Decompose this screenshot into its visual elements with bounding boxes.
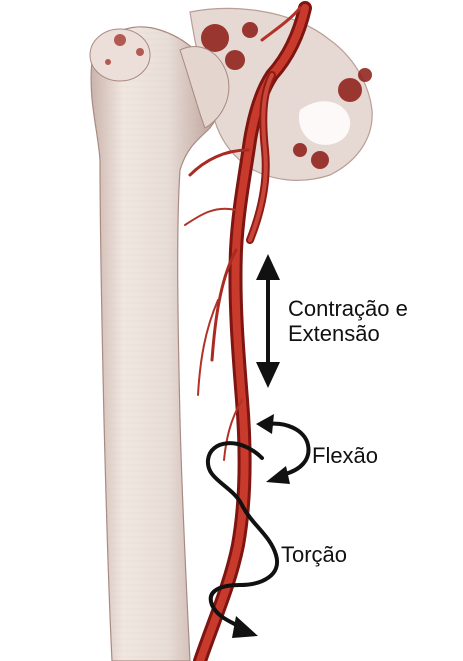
torsion-label: Torção — [281, 542, 347, 567]
contraction-label-line1: Contração e — [288, 296, 408, 321]
flexion-arrow-icon — [256, 414, 308, 484]
flexion-label: Flexão — [312, 443, 378, 468]
double-arrow-icon — [256, 254, 280, 388]
contraction-extension-label: Contração e Extensão — [288, 296, 408, 347]
contraction-label-line2: Extensão — [288, 321, 408, 346]
femur-bone — [90, 27, 229, 661]
